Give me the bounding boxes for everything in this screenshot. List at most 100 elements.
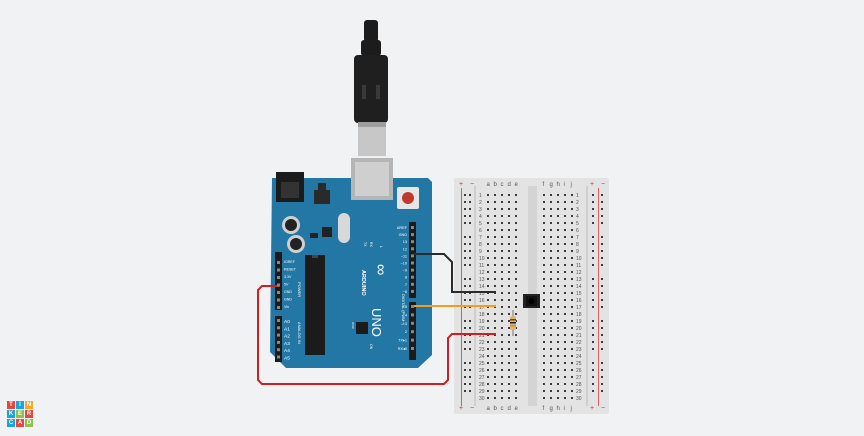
column-label-bottom: j xyxy=(570,406,572,412)
tx-led-label: TX xyxy=(363,242,367,247)
column-label-top: b xyxy=(494,182,498,188)
row-number-right: 5 xyxy=(576,221,579,227)
column-label-bottom: h xyxy=(557,406,560,412)
row-number-right: 13 xyxy=(576,277,582,283)
row-number-left: 30 xyxy=(479,396,485,402)
row-number-left: 11 xyxy=(479,263,484,269)
row-number-right: 3 xyxy=(576,207,579,213)
column-label-bottom: i xyxy=(564,406,565,412)
row-number-left: 26 xyxy=(479,368,485,374)
row-number-left: 17 xyxy=(479,305,485,311)
row-number-right: 11 xyxy=(576,263,581,269)
icsp-header xyxy=(356,322,368,334)
digital-pin-label: TX▸1 xyxy=(398,339,407,343)
digital-pin-label: 7 xyxy=(405,283,407,287)
row-number-right: 27 xyxy=(576,375,582,381)
digital-pin-label: 8 xyxy=(405,276,407,280)
row-number-left: 1 xyxy=(479,193,482,199)
analog-pin-label: A3 xyxy=(284,341,290,347)
resistor[interactable] xyxy=(510,310,516,336)
column-label-top: j xyxy=(570,182,572,188)
row-number-right: 26 xyxy=(576,368,582,374)
row-number-right: 10 xyxy=(576,256,582,262)
power-header xyxy=(275,252,282,310)
digital-pin-label: AREF xyxy=(397,226,408,230)
digital-pin-label: 2 xyxy=(405,330,407,334)
column-label-bottom: d xyxy=(508,406,511,412)
analog-pin-label: A0 xyxy=(284,319,290,325)
digital-pin-label: ~10 xyxy=(401,262,407,266)
brand-label: ARDUINO xyxy=(360,270,366,296)
rail-plus-label: + xyxy=(459,405,463,412)
row-number-left: 29 xyxy=(479,389,485,395)
on-led-label: ON xyxy=(369,344,373,350)
pushbutton[interactable] xyxy=(523,294,540,308)
logo-letter: N xyxy=(25,401,33,409)
usb-cable[interactable] xyxy=(354,20,388,156)
row-number-right: 8 xyxy=(576,242,579,248)
logo-letter: K xyxy=(7,410,15,418)
row-number-left: 21 xyxy=(479,333,485,339)
column-label-top: c xyxy=(501,182,504,188)
power-pin-label: IOREF xyxy=(284,260,296,264)
rail-minus-label: − xyxy=(470,405,474,412)
row-number-right: 24 xyxy=(576,354,582,360)
row-number-left: 4 xyxy=(479,214,482,220)
row-number-right: 21 xyxy=(576,333,582,339)
row-number-left: 24 xyxy=(479,354,485,360)
column-label-top: e xyxy=(515,182,519,188)
digital-label: DIGITAL (PWM~) xyxy=(401,294,406,326)
rail-plus-label: + xyxy=(590,405,594,412)
row-number-left: 14 xyxy=(479,284,485,290)
row-number-right: 18 xyxy=(576,312,582,318)
column-label-bottom: b xyxy=(494,406,498,412)
row-number-left: 2 xyxy=(479,200,482,206)
digital-pin-label: 4 xyxy=(405,313,407,317)
row-number-right: 28 xyxy=(576,382,582,388)
logo-letter: T xyxy=(7,401,15,409)
row-number-left: 5 xyxy=(479,221,482,227)
row-number-right: 1 xyxy=(576,193,579,199)
row-number-right: 2 xyxy=(576,200,579,206)
power-pin-label: RESET xyxy=(284,268,297,272)
column-label-top: d xyxy=(508,182,511,188)
column-label-top: f xyxy=(543,182,545,188)
arduino-uno-board[interactable] xyxy=(270,158,432,368)
row-number-left: 20 xyxy=(479,326,485,332)
row-number-left: 28 xyxy=(479,382,485,388)
logo-letter: A xyxy=(16,419,24,427)
row-number-right: 17 xyxy=(576,305,582,311)
rail-plus-label: + xyxy=(590,181,594,188)
analog-label: ANALOG IN xyxy=(297,322,302,344)
row-number-right: 25 xyxy=(576,361,582,367)
power-pin-label: 3.3V xyxy=(284,275,292,279)
row-number-left: 7 xyxy=(479,235,482,241)
logo-letter: I xyxy=(16,401,24,409)
row-number-right: 22 xyxy=(576,340,582,346)
digital-pin-label: GND xyxy=(399,233,408,237)
digital-pin-label: ~5 xyxy=(403,305,407,309)
rail-minus-label: − xyxy=(470,181,474,188)
digital-pin-label: ~6 xyxy=(403,290,407,294)
digital-header-top xyxy=(409,222,416,298)
logo-letter: D xyxy=(25,419,33,427)
power-pin-label: GND xyxy=(284,298,292,302)
row-number-left: 15 xyxy=(479,291,485,297)
row-number-left: 16 xyxy=(479,298,485,304)
row-number-left: 23 xyxy=(479,347,485,353)
row-number-left: 27 xyxy=(479,375,485,381)
rx-led-label: RX xyxy=(369,242,373,248)
digital-pin-label: ~11 xyxy=(401,254,407,258)
icsp-label: ICSP xyxy=(351,322,355,329)
model-label: UNO xyxy=(369,308,384,337)
row-number-right: 14 xyxy=(576,284,582,290)
row-number-right: 15 xyxy=(576,291,582,297)
column-label-bottom: a xyxy=(487,406,491,412)
digital-pin-label: 13 xyxy=(403,240,407,244)
wire-gnd-black[interactable] xyxy=(414,253,496,293)
wire-5v-red[interactable] xyxy=(257,285,496,385)
row-number-right: 4 xyxy=(576,214,579,220)
